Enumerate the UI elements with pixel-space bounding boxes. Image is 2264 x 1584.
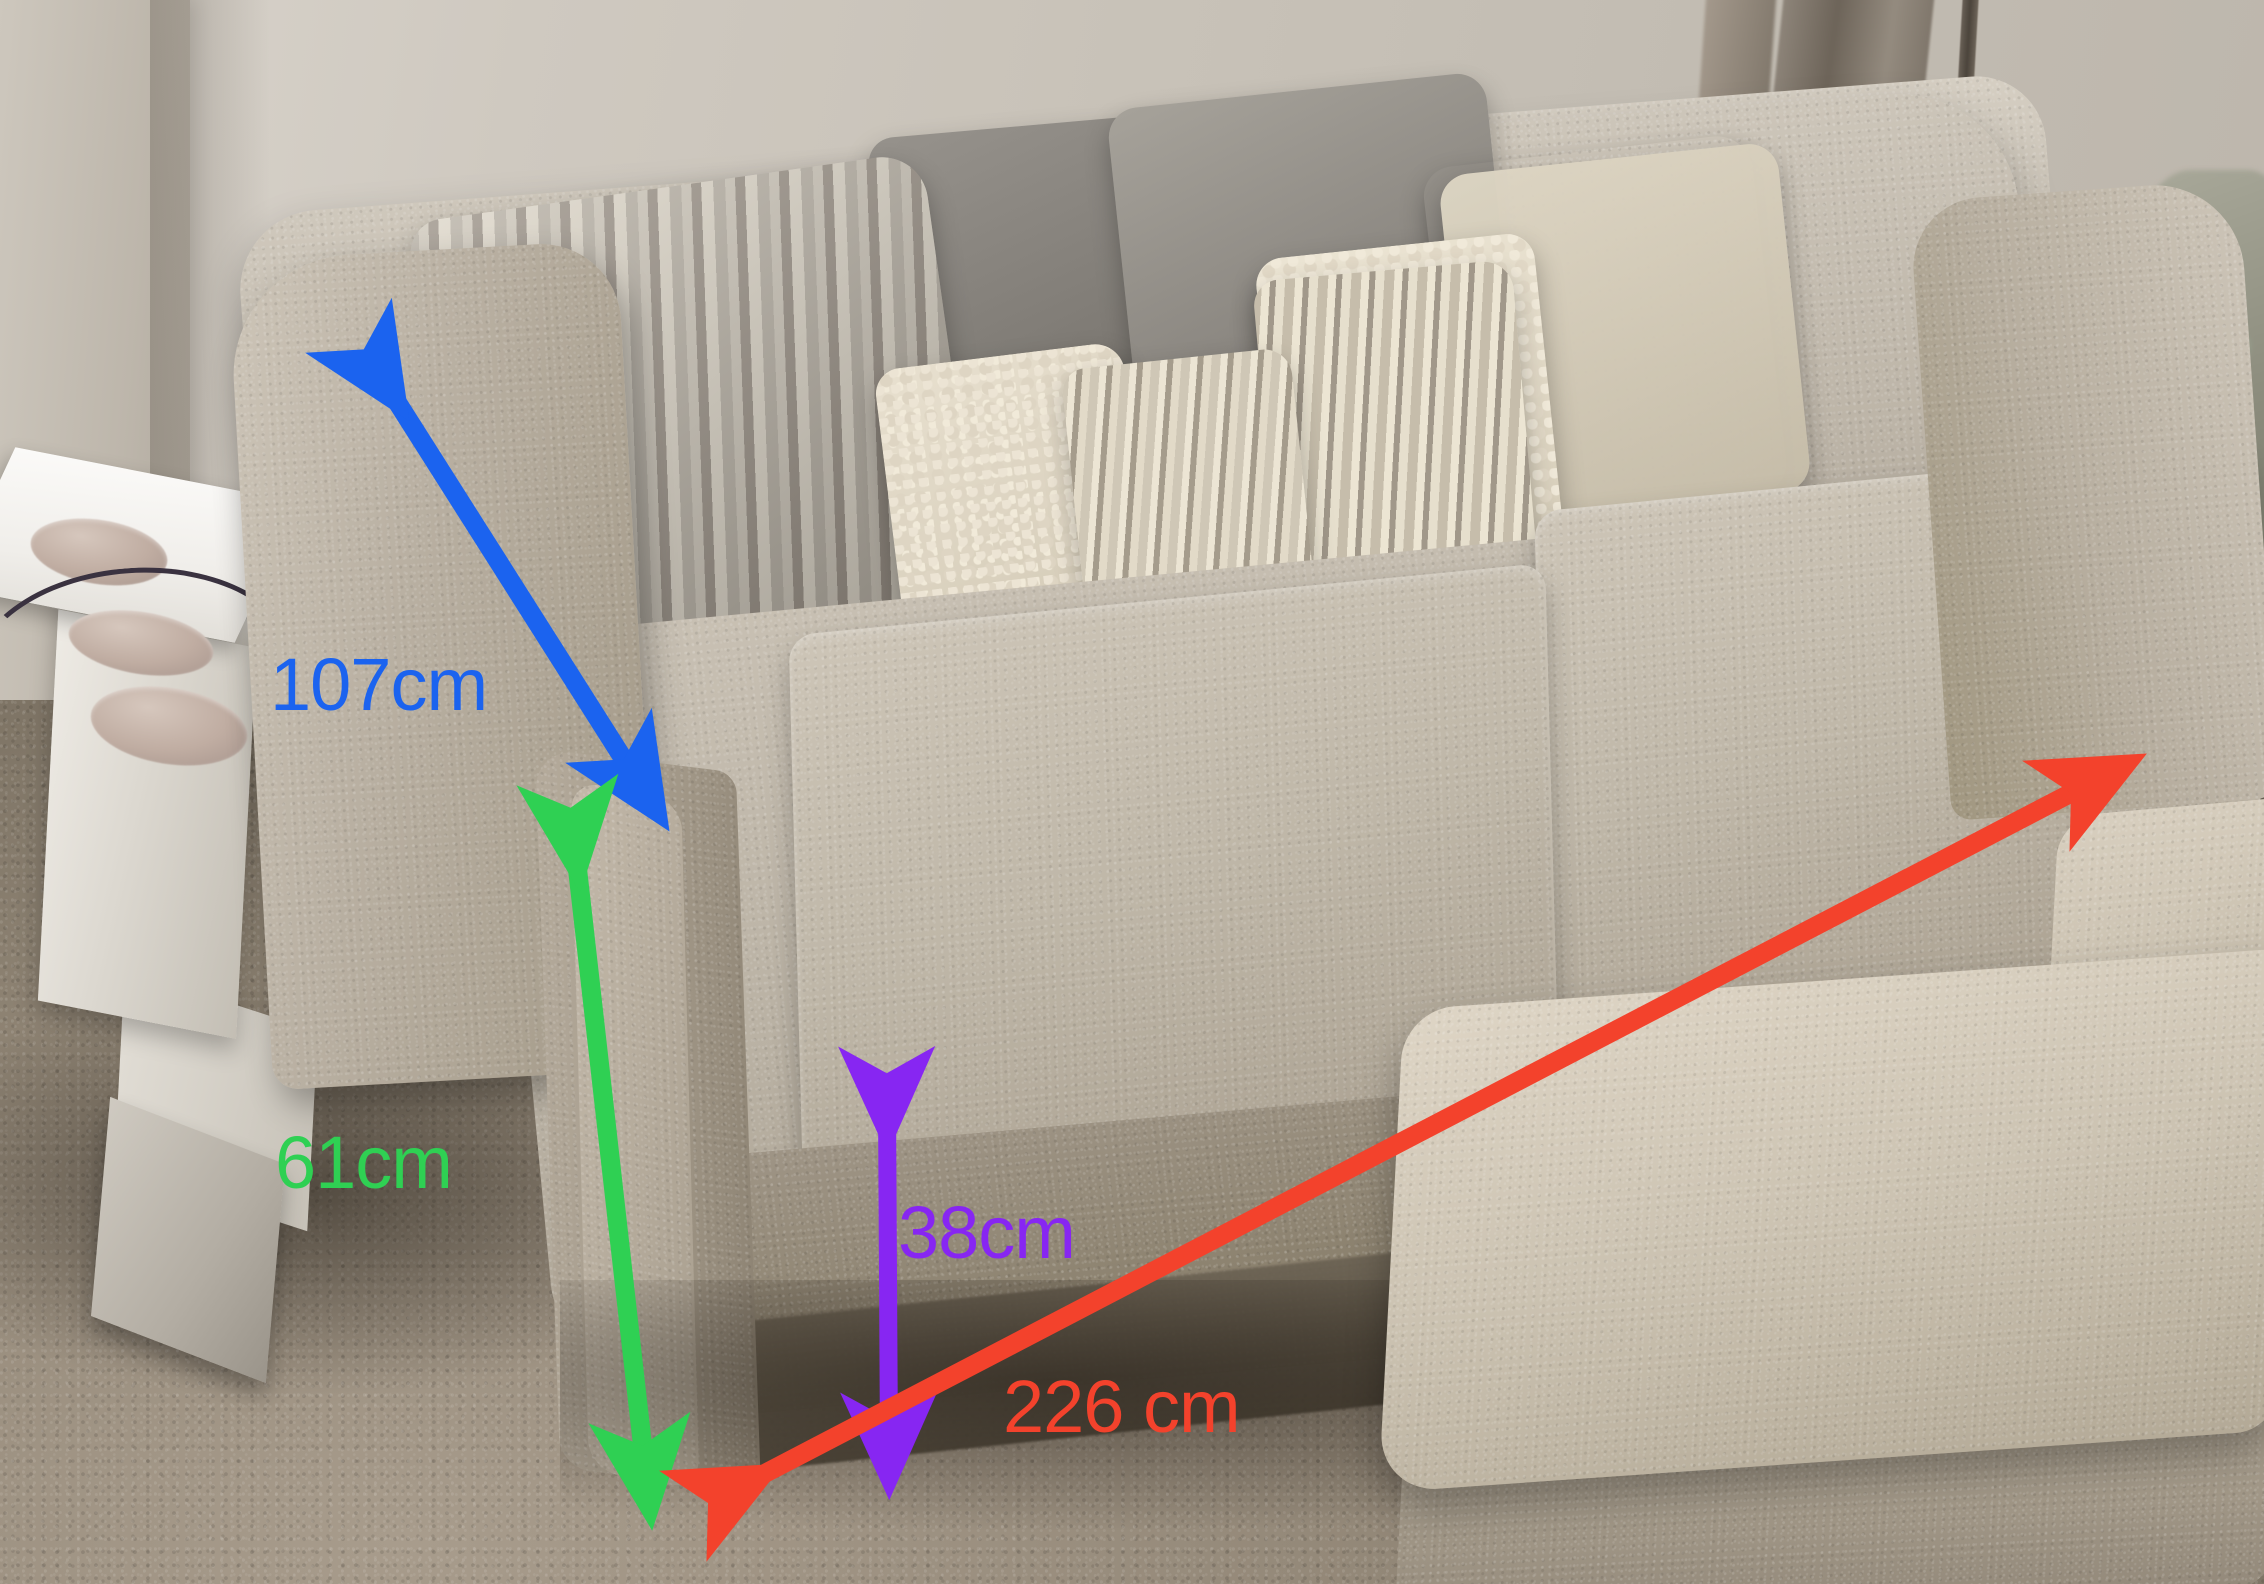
measurement-label-width: 226 cm: [1003, 1365, 1241, 1448]
measurement-label-height: 107cm: [270, 643, 488, 726]
measure-arrow-depth-61cm: [516, 773, 691, 1531]
measure-arrow-height-107cm: [305, 297, 670, 832]
measurement-label-depth: 61cm: [275, 1121, 453, 1204]
measure-arrow-seat-height-38cm: [838, 1045, 938, 1501]
measure-arrow-width-226cm: [659, 753, 2147, 1562]
measurement-label-seat-height: 38cm: [898, 1191, 1076, 1274]
